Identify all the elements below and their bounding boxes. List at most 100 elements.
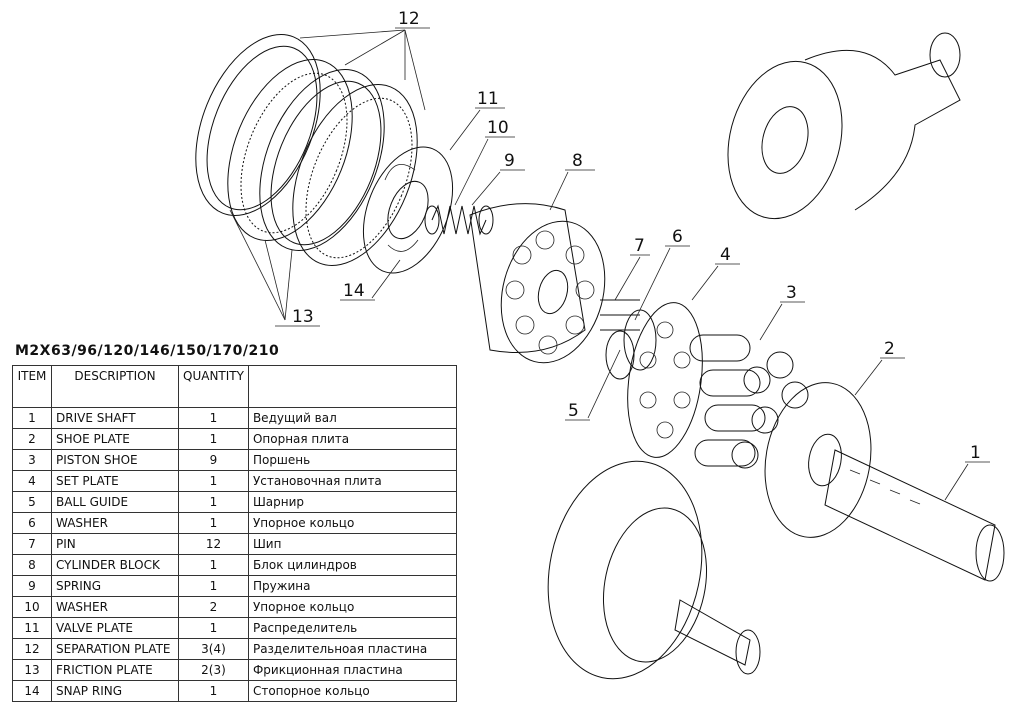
cell-description: PIN xyxy=(51,533,179,555)
cell-quantity: 1 xyxy=(178,617,249,639)
assembled-view-top xyxy=(727,32,961,220)
callout-8: 8 xyxy=(572,151,583,171)
cell-description: CYLINDER BLOCK xyxy=(51,554,179,576)
cell-item: 14 xyxy=(12,680,52,702)
cell-quantity: 1 xyxy=(178,407,249,429)
cell-description: SNAP RING xyxy=(51,680,179,702)
cell-description: VALVE PLATE xyxy=(51,617,179,639)
cell-russian: Установочная плита xyxy=(247,470,458,492)
callout-2: 2 xyxy=(884,339,895,359)
shoe-plate xyxy=(764,382,872,538)
cell-item: 8 xyxy=(12,554,52,576)
cell-quantity: 1 xyxy=(178,554,249,576)
cell-quantity: 1 xyxy=(178,428,249,450)
cell-russian: Опорная плита xyxy=(247,428,458,450)
cell-item: 12 xyxy=(12,638,52,660)
cell-description: WASHER xyxy=(51,512,179,534)
cell-description: SET PLATE xyxy=(51,470,179,492)
cell-description: SHOE PLATE xyxy=(51,428,179,450)
cell-description: WASHER xyxy=(51,596,179,618)
cell-quantity: 12 xyxy=(178,533,249,555)
cell-item: 3 xyxy=(12,449,52,471)
cell-description: DRIVE SHAFT xyxy=(51,407,179,429)
column-header-item: ITEM xyxy=(12,365,52,408)
table-header-row: ITEM DESCRIPTION QUANTITY xyxy=(12,365,458,408)
cell-item: 6 xyxy=(12,512,52,534)
cell-quantity: 1 xyxy=(178,512,249,534)
cell-item: 7 xyxy=(12,533,52,555)
cell-quantity: 2(3) xyxy=(178,659,249,681)
cell-quantity: 1 xyxy=(178,680,249,702)
cell-russian: Стопорное кольцо xyxy=(247,680,458,702)
cell-description: FRICTION PLATE xyxy=(51,659,179,681)
column-header-quantity: QUANTITY xyxy=(178,365,249,408)
callout-leaders xyxy=(229,27,990,501)
cell-item: 2 xyxy=(12,428,52,450)
callout-12: 12 xyxy=(398,9,420,29)
cell-russian: Фрикционная пластина xyxy=(247,659,458,681)
cell-russian: Шарнир xyxy=(247,491,458,513)
cell-item: 4 xyxy=(12,470,52,492)
drive-shaft xyxy=(824,449,1005,582)
cell-description: PISTON SHOE xyxy=(51,449,179,471)
callout-13: 13 xyxy=(292,307,314,327)
piston-shoes xyxy=(689,334,809,469)
cell-quantity: 9 xyxy=(178,449,249,471)
clutch-plates xyxy=(195,34,418,266)
callout-7: 7 xyxy=(634,236,645,256)
column-header-russian xyxy=(247,365,458,408)
cell-russian: Ведущий вал xyxy=(247,407,458,429)
cell-russian: Шип xyxy=(247,533,458,555)
cell-russian: Распределитель xyxy=(247,617,458,639)
cell-description: SPRING xyxy=(51,575,179,597)
callout-11: 11 xyxy=(477,89,499,109)
model-title: M2X63/96/120/146/150/170/210 xyxy=(15,343,280,359)
cell-quantity: 1 xyxy=(178,470,249,492)
cell-russian: Упорное кольцо xyxy=(247,512,458,534)
callout-10: 10 xyxy=(487,118,509,138)
cell-item: 10 xyxy=(12,596,52,618)
cell-description: SEPARATION PLATE xyxy=(51,638,179,660)
spring xyxy=(424,204,494,236)
cell-item: 5 xyxy=(12,491,52,513)
cell-item: 9 xyxy=(12,575,52,597)
cell-russian: Упорное кольцо xyxy=(247,596,458,618)
cell-russian: Поршень xyxy=(247,449,458,471)
callout-5: 5 xyxy=(568,401,579,421)
callout-3: 3 xyxy=(786,283,797,303)
assembled-view-bottom xyxy=(547,460,761,680)
callout-4: 4 xyxy=(720,245,731,265)
cell-item: 11 xyxy=(12,617,52,639)
cell-quantity: 2 xyxy=(178,596,249,618)
callout-14: 14 xyxy=(343,281,365,301)
cell-description: BALL GUIDE xyxy=(51,491,179,513)
cell-russian: Блок цилиндров xyxy=(247,554,458,576)
cell-quantity: 1 xyxy=(178,491,249,513)
cylinder-block xyxy=(469,203,606,364)
cell-russian: Разделительноая пластина xyxy=(247,638,458,660)
cell-quantity: 1 xyxy=(178,575,249,597)
set-plate xyxy=(627,302,703,458)
column-header-description: DESCRIPTION xyxy=(51,365,179,408)
cell-item: 13 xyxy=(12,659,52,681)
cell-russian: Пружина xyxy=(247,575,458,597)
callout-9: 9 xyxy=(504,151,515,171)
callout-6: 6 xyxy=(672,227,683,247)
callout-1: 1 xyxy=(970,443,981,463)
